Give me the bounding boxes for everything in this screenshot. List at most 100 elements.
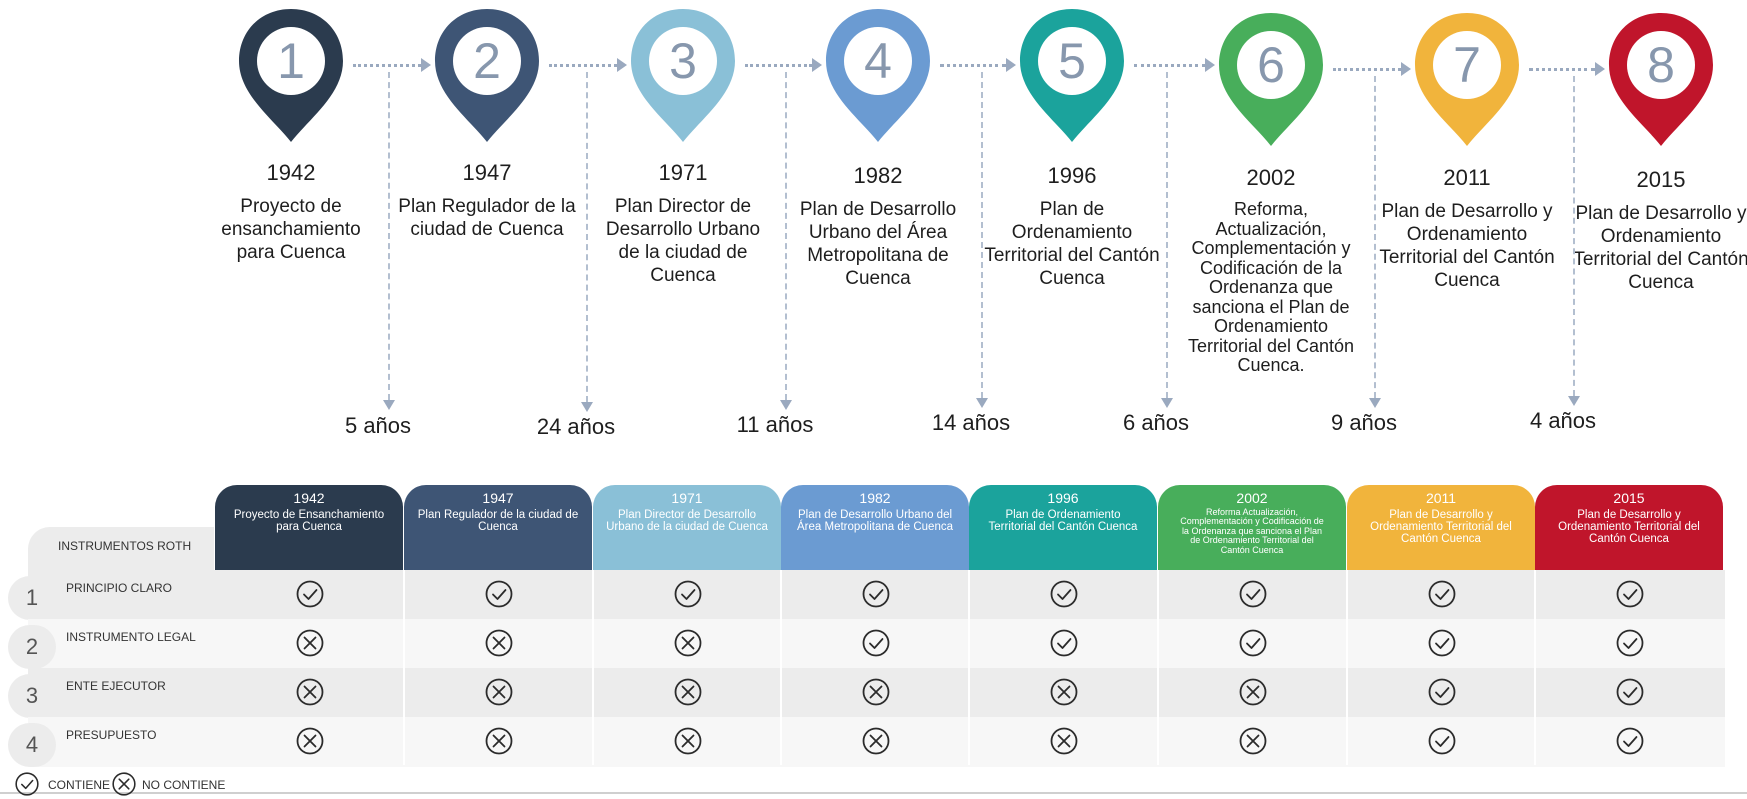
- arrow-down-icon: [976, 398, 988, 408]
- column-divider: [1157, 570, 1159, 765]
- legend-not-contains-label: NO CONTIENE: [142, 778, 226, 792]
- milestone-year: 2002: [1246, 165, 1296, 190]
- milestone-year: 1942: [266, 160, 316, 185]
- row-label: PRINCIPIO CLARO: [66, 581, 173, 595]
- column-header-name: Plan de Desarrollo Urbano del Área Metro…: [797, 509, 953, 533]
- milestone-number: 6: [1257, 37, 1285, 93]
- interval-label: 14 años: [931, 410, 1011, 435]
- milestone-number: 8: [1647, 37, 1675, 93]
- milestone-number: 5: [1058, 33, 1086, 89]
- check-circle-icon: [1615, 579, 1645, 609]
- column-divider: [1534, 570, 1536, 765]
- map-pin-marker-icon: 3: [628, 6, 738, 146]
- column-header-name: Plan Regulador de la ciudad de Cuenca: [417, 509, 579, 533]
- milestone-name: Plan Director de Desarrollo Urbano de la…: [605, 196, 761, 286]
- map-pin-marker-icon: 6: [1216, 10, 1326, 150]
- milestone-year: 2011: [1443, 165, 1491, 190]
- arrow-down-icon: [780, 400, 792, 410]
- milestone-name: Plan Regulador de la ciudad de Cuenca: [398, 196, 576, 240]
- interval-label: 24 años: [536, 414, 616, 439]
- x-circle-icon: [295, 628, 325, 658]
- row-number: 4: [8, 723, 56, 767]
- row-number: 3: [8, 674, 56, 718]
- check-circle-icon: [1238, 628, 1268, 658]
- map-pin-marker-icon: 4: [823, 6, 933, 146]
- dashed-drop-line: [785, 72, 787, 400]
- x-circle-icon: [1238, 677, 1268, 707]
- column-header-name: Reforma Actualización, Complementación y…: [1180, 507, 1324, 555]
- x-circle-icon: [484, 726, 514, 756]
- check-circle-icon: [1615, 726, 1645, 756]
- check-circle-icon: [14, 771, 40, 797]
- dotted-connector: [940, 64, 1006, 67]
- column-header-year: 2002: [1236, 490, 1268, 506]
- column-header-year: 1947: [482, 490, 514, 506]
- x-circle-icon: [673, 628, 703, 658]
- dashed-drop-line: [586, 72, 588, 402]
- arrow-right-icon: [1205, 58, 1215, 72]
- arrow-down-icon: [581, 402, 593, 412]
- x-circle-icon: [673, 726, 703, 756]
- column-header-year: 1996: [1047, 490, 1079, 506]
- row-number: 1: [8, 576, 56, 620]
- check-circle-icon: [1238, 579, 1268, 609]
- row-label: PRESUPUESTO: [66, 728, 157, 742]
- column-header-name: Plan de Desarrollo y Ordenamiento Territ…: [1558, 509, 1700, 545]
- milestone-year: 2015: [1636, 167, 1686, 192]
- milestone-year: 1947: [462, 160, 512, 185]
- milestone-name: Plan de Desarrollo y Ordenamiento Territ…: [1573, 203, 1747, 293]
- dashed-drop-line: [1166, 72, 1168, 398]
- instruments-roth-label: INSTRUMENTOS ROTH: [58, 539, 192, 553]
- row-header-tab: [28, 527, 214, 570]
- map-pin-marker-icon: 5: [1017, 6, 1127, 146]
- arrow-down-icon: [1369, 398, 1381, 408]
- map-pin-marker-icon: 7: [1412, 10, 1522, 150]
- column-header-year: 2015: [1613, 490, 1645, 506]
- column-divider: [1346, 570, 1348, 765]
- column-header-year: 1971: [671, 490, 703, 506]
- interval-label: 6 años: [1122, 410, 1190, 435]
- arrow-right-icon: [421, 58, 431, 72]
- x-circle-icon: [1049, 677, 1079, 707]
- column-header-year: 1942: [293, 490, 325, 506]
- column-divider: [780, 570, 782, 765]
- dotted-connector: [1333, 68, 1401, 71]
- milestone-year: 1982: [853, 163, 903, 188]
- arrow-down-icon: [1161, 398, 1173, 408]
- check-circle-icon: [1427, 726, 1457, 756]
- column-header-year: 1982: [859, 490, 891, 506]
- map-pin-marker-icon: 8: [1606, 10, 1716, 150]
- milestone-name: Proyecto de ensanchamiento para Cuenca: [221, 196, 361, 263]
- dotted-connector: [1529, 68, 1595, 71]
- legend-contains-label: CONTIENE: [48, 778, 111, 792]
- column-divider: [968, 570, 970, 765]
- x-circle-icon: [861, 726, 891, 756]
- milestone-number: 4: [864, 33, 892, 89]
- arrow-right-icon: [812, 58, 822, 72]
- arrow-right-icon: [1006, 58, 1016, 72]
- dotted-connector: [745, 64, 812, 67]
- milestone-year: 1971: [658, 160, 708, 185]
- row-label: ENTE EJECUTOR: [66, 679, 166, 693]
- interval-label: 5 años: [344, 413, 412, 438]
- column-divider: [592, 570, 594, 765]
- check-circle-icon: [1615, 677, 1645, 707]
- x-circle-icon: [1238, 726, 1268, 756]
- interval-label: 4 años: [1529, 408, 1597, 433]
- arrow-right-icon: [617, 58, 627, 72]
- row-number: 2: [8, 625, 56, 669]
- dashed-drop-line: [1573, 76, 1575, 396]
- column-header-name: Proyecto de Ensanchamiento para Cuenca: [233, 509, 385, 533]
- dashed-drop-line: [1374, 76, 1376, 398]
- milestone-year: 1996: [1047, 163, 1097, 188]
- dotted-connector: [353, 64, 421, 67]
- x-circle-icon: [295, 726, 325, 756]
- divider: [0, 792, 1747, 794]
- row-label: INSTRUMENTO LEGAL: [66, 630, 196, 644]
- column-header-name: Plan de Ordenamiento Territorial del Can…: [988, 509, 1138, 533]
- milestone-number: 7: [1453, 37, 1481, 93]
- interval-label: 11 años: [736, 412, 814, 437]
